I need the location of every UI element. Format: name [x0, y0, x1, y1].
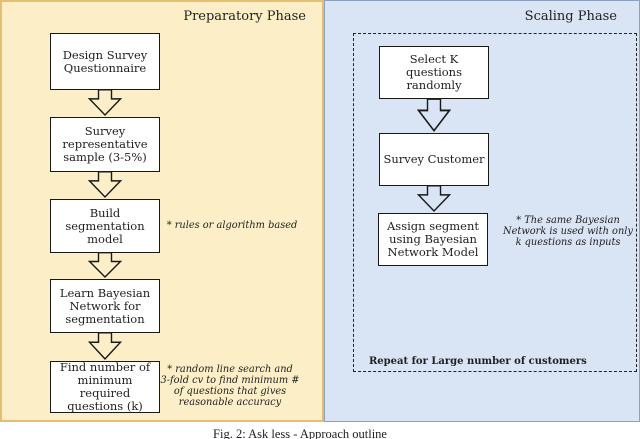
- down-arrow-icon: [88, 171, 122, 198]
- step-label: Design Survey Questionnaire: [62, 47, 148, 75]
- preparatory-phase-title: Preparatory Phase: [183, 9, 306, 24]
- step-survey-representative-sample: Survey representative sample (3-5%): [50, 117, 160, 172]
- repeat-for-customers-label: Repeat for Large number of customers: [369, 356, 587, 367]
- step-find-minimum-questions: Find number of minimum required question…: [50, 361, 160, 413]
- step-label: Survey Customer: [383, 152, 485, 166]
- down-arrow-icon: [417, 98, 451, 132]
- down-arrow-icon: [417, 185, 451, 212]
- note-same-bayesian-network: * The same Bayesian Network is used with…: [503, 215, 633, 248]
- step-label: Survey representative sample (3-5%): [62, 124, 148, 164]
- scaling-phase-title: Scaling Phase: [524, 9, 617, 24]
- scaling-loop-boundary: [353, 33, 637, 372]
- step-label: Find number of minimum required question…: [59, 360, 151, 413]
- preparatory-phase-panel: [0, 0, 324, 422]
- step-label: Build segmentation model: [65, 205, 145, 246]
- note-random-line-search: * random line search and 3-fold cv to fi…: [160, 364, 300, 408]
- down-arrow-icon: [88, 252, 122, 278]
- step-label: Assign segment using Bayesian Network Mo…: [386, 219, 480, 259]
- step-survey-customer: Survey Customer: [379, 133, 489, 186]
- step-design-survey-questionnaire: Design Survey Questionnaire: [50, 33, 160, 90]
- step-label: Learn Bayesian Network for segmentation: [59, 285, 151, 326]
- down-arrow-icon: [88, 332, 122, 360]
- note-rules-or-algorithm: * rules or algorithm based: [166, 220, 298, 231]
- step-label: Select K questions randomly: [405, 52, 462, 92]
- step-select-k-questions: Select K questions randomly: [379, 46, 489, 99]
- step-build-segmentation-model: Build segmentation model: [50, 199, 160, 253]
- down-arrow-icon: [88, 89, 122, 116]
- step-assign-segment: Assign segment using Bayesian Network Mo…: [378, 213, 488, 266]
- step-learn-bayesian-network: Learn Bayesian Network for segmentation: [50, 279, 160, 333]
- figure-caption: Fig. 2: Ask less - Approach outline: [213, 427, 387, 439]
